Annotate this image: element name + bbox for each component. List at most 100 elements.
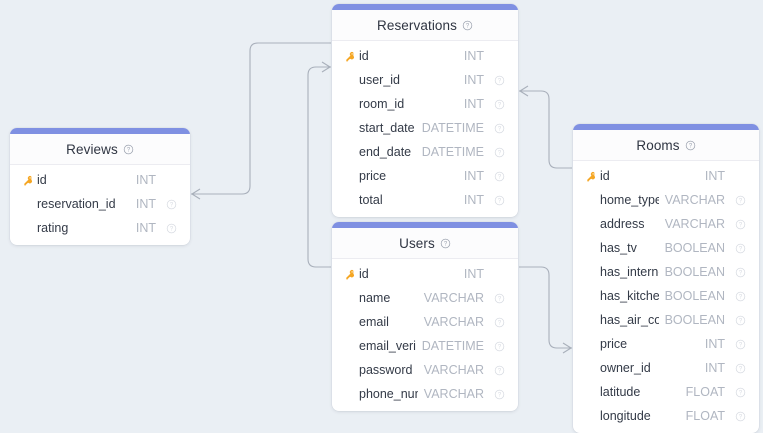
column-type: VARCHAR [423,315,484,329]
svg-text:?: ? [127,147,131,153]
question-circle-icon[interactable]: ? [732,315,748,326]
question-circle-icon[interactable]: ? [491,341,507,352]
column-name: id [600,169,610,183]
question-circle-icon[interactable]: ? [440,238,451,249]
column-name: address [600,217,645,231]
question-circle-icon[interactable]: ? [732,387,748,398]
table-accent-bar [10,128,190,134]
key-icon [20,175,35,186]
column-type: FLOAT [685,385,725,399]
column-type: BOOLEAN [664,313,725,327]
column-type: VARCHAR [664,193,725,207]
question-circle-icon[interactable]: ? [491,147,507,158]
table-column-row[interactable]: has_internetBOOLEAN? [573,260,759,284]
table-title: Reservations? [332,10,518,41]
question-circle-icon[interactable]: ? [491,389,507,400]
edge-users-rooms [519,266,572,354]
svg-text:?: ? [497,392,501,398]
column-type: INT [704,361,725,375]
column-name: name [359,291,391,305]
question-circle-icon[interactable]: ? [491,123,507,134]
question-circle-icon[interactable]: ? [732,243,748,254]
svg-text:?: ? [497,296,501,302]
table-title: Reviews? [10,134,190,165]
question-circle-icon[interactable]: ? [462,20,473,31]
svg-text:?: ? [169,226,173,232]
question-circle-icon[interactable]: ? [491,171,507,182]
column-type: BOOLEAN [664,289,725,303]
question-circle-icon[interactable]: ? [732,363,748,374]
question-circle-icon[interactable]: ? [732,195,748,206]
question-circle-icon[interactable]: ? [163,199,179,210]
column-type: INT [135,221,156,235]
question-circle-icon[interactable]: ? [491,365,507,376]
table-column-row[interactable]: total INT? [332,188,518,212]
question-circle-icon[interactable]: ? [491,75,507,86]
table-accent-bar [332,222,518,228]
column-name: phone_number [359,387,418,401]
table-title-label: Reservations [377,17,457,33]
question-circle-icon[interactable]: ? [491,195,507,206]
question-circle-icon[interactable]: ? [732,291,748,302]
question-circle-icon[interactable]: ? [163,223,179,234]
column-type: INT [463,267,484,281]
table-column-row[interactable]: has_air_conBOOLEAN? [573,308,759,332]
question-circle-icon[interactable]: ? [732,411,748,422]
table-column-row[interactable]: email_verified_atDATETIME? [332,334,518,358]
column-name: id [37,173,47,187]
column-name: email_verified_at [359,339,416,353]
question-circle-icon[interactable]: ? [491,317,507,328]
column-name: total [359,193,383,207]
svg-text:?: ? [738,318,742,324]
column-type: INT [463,193,484,207]
column-name: room_id [359,97,405,111]
svg-text:?: ? [497,198,501,204]
column-type: BOOLEAN [664,241,725,255]
table-column-row[interactable]: has_kitchen BOOLEAN? [573,284,759,308]
question-circle-icon[interactable]: ? [491,99,507,110]
column-name: has_kitchen [600,289,659,303]
question-circle-icon[interactable]: ? [732,219,748,230]
question-circle-icon[interactable]: ? [732,339,748,350]
table-column-row[interactable]: phone_numberVARCHAR? [332,382,518,406]
column-name: has_internet [600,265,659,279]
table-title: Rooms? [573,130,759,161]
question-circle-icon[interactable]: ? [491,293,507,304]
table-column-row[interactable]: owner_id INT? [573,356,759,380]
question-circle-icon[interactable]: ? [123,144,134,155]
svg-text:?: ? [738,198,742,204]
question-circle-icon[interactable]: ? [685,140,696,151]
column-name: owner_id [600,361,651,375]
table-accent-bar [573,124,759,130]
question-circle-icon[interactable]: ? [732,267,748,278]
edge-reservations-rooms [519,85,572,169]
svg-text:?: ? [738,414,742,420]
column-name: end_date [359,145,412,159]
svg-text:?: ? [444,241,448,247]
